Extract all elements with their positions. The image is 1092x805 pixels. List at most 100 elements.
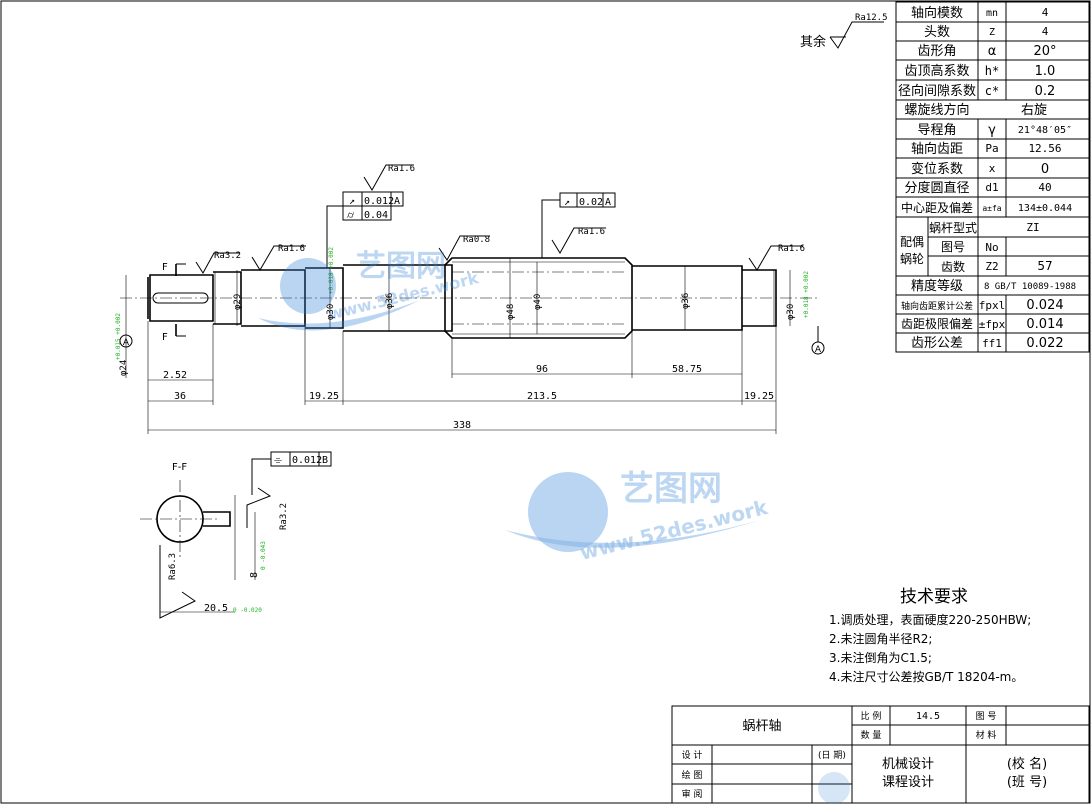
tol-name-3: 齿形公差 xyxy=(911,336,963,351)
param-name-5: 螺旋线方向 xyxy=(904,102,969,118)
fcf-datum-1: A xyxy=(394,196,400,207)
ra-2: Ra1.6 xyxy=(278,244,305,254)
watermark-logo xyxy=(818,772,850,804)
dim-338: 338 xyxy=(453,420,471,431)
tol-name-0: 精度等级 xyxy=(911,278,963,294)
ra-4: Ra0.8 xyxy=(463,235,490,245)
param-sym-1: Z xyxy=(989,27,995,38)
param-sym-6: γ xyxy=(988,123,996,138)
param-name-1: 头数 xyxy=(924,25,950,40)
tol-d24: +0.015 +0.002 xyxy=(115,313,122,360)
ra-1: Ra3.2 xyxy=(214,251,241,261)
param-sym-0: mn xyxy=(986,8,998,19)
tol-name-1: 轴向齿距累计公差 xyxy=(901,300,973,312)
param-sym-9: d1 xyxy=(985,181,998,194)
param-name-6: 导程角 xyxy=(917,123,956,138)
dia-29: φ29 xyxy=(233,294,243,310)
section-markers: F F A A xyxy=(119,262,825,355)
note-2: 2.未注圆角半径R2; xyxy=(829,631,932,646)
fcf-val-2: 0.04 xyxy=(364,210,388,221)
watermark-cn: 艺图网 xyxy=(620,469,722,509)
tol-val-0: 8 GB/T 10089-1988 xyxy=(984,282,1076,292)
dim-2-52: 2.52 xyxy=(163,370,187,381)
note-1: 1.调质处理，表面硬度220-250HBW; xyxy=(829,612,1031,627)
datum-a-right: A xyxy=(815,345,822,355)
param-val-8: 0 xyxy=(1041,162,1049,177)
dim-19-25b: 19.25 xyxy=(744,391,774,402)
param-sym-7: Pa xyxy=(985,142,998,155)
param-name-10: 中心距及偏差 xyxy=(901,200,973,215)
dim-20-5: 20.5 xyxy=(204,603,228,614)
parameter-table: 轴向模数 mn 4 头数 Z 4 齿形角 α 20° 齿顶高系数 h* 1.0 … xyxy=(895,1,1090,353)
symmetry-icon: ⌯ xyxy=(274,455,282,466)
ra-8: Ra6.3 xyxy=(168,553,178,580)
param-name-4: 径向间隙系数 xyxy=(898,83,976,99)
tb-class: (班 号) xyxy=(1007,775,1047,790)
horizontal-dims: 2.52 36 19.25 213.5 19.25 96 58.75 338 xyxy=(147,321,777,434)
qiyu-ra: Ra12.5 xyxy=(855,13,888,23)
general-roughness: 其余 Ra12.5 xyxy=(800,13,888,50)
watermark-logo: 艺图网 www.52des.work xyxy=(505,469,771,565)
tb-drawno-label: 图 号 xyxy=(976,711,997,722)
section-ff: F-F ⌯ 0.012 B Ra3.2 Ra6.3 20.5 0 -0.020 … xyxy=(140,451,332,619)
mate-teeth-sym: Z2 xyxy=(985,260,998,273)
dia-40: φ40 xyxy=(533,294,543,310)
param-val-9: 40 xyxy=(1038,181,1051,194)
title-block: 蜗杆轴 比 例 14.5 图 号 数 量 材 料 设 计 (日 期) 绘 图 审… xyxy=(671,705,1090,804)
tb-course-1: 机械设计 xyxy=(882,757,934,772)
fcf-group: ↗ 0.012 A ⌭ 0.04 ↗ 0.02 A xyxy=(326,191,616,268)
cylindricity-icon: ⌭ xyxy=(347,210,355,221)
mate-group-label-1: 配偶 xyxy=(900,235,924,249)
param-val-5: 右旋 xyxy=(1021,103,1047,118)
param-val-7: 12.56 xyxy=(1028,142,1061,155)
dim-19-25a: 19.25 xyxy=(309,391,339,402)
tb-design: 设 计 xyxy=(682,749,703,761)
diameter-labels: φ29 φ30 φ36 φ48 φ40 φ36 φ30 φ24 +0.018 +… xyxy=(115,247,810,378)
tb-date: (日 期) xyxy=(818,750,846,761)
param-name-2: 齿形角 xyxy=(917,44,956,59)
param-name-3: 齿顶高系数 xyxy=(904,63,969,79)
tech-notes: 技术要求 1.调质处理，表面硬度220-250HBW; 2.未注圆角半径R2; … xyxy=(829,587,1031,684)
tb-material-label: 材 料 xyxy=(976,729,997,741)
notes-title: 技术要求 xyxy=(900,587,968,607)
fcf-val-1: 0.012 xyxy=(364,196,394,207)
dia-30b: φ30 xyxy=(786,304,796,320)
runout-icon: ↗ xyxy=(349,196,355,207)
tb-scale: 14.5 xyxy=(916,711,940,722)
tol-name-2: 齿距极限偏差 xyxy=(901,316,973,331)
tol-sym-3: ff1 xyxy=(982,337,1002,350)
dia-24: φ24 xyxy=(119,360,129,376)
roughness-symbols: Ra3.2 Ra1.6 Ra1.6 Ra0.8 Ra1.6 Ra1.6 xyxy=(195,164,805,274)
tb-school: (校 名) xyxy=(1007,756,1047,772)
tb-course-2: 课程设计 xyxy=(882,775,934,790)
mate-teeth-label: 齿数 xyxy=(941,259,965,274)
param-name-9: 分度圆直径 xyxy=(904,180,969,196)
fcf-val-sym: 0.012 xyxy=(292,455,322,466)
tol-d30b: +0.018 +0.002 xyxy=(803,271,810,318)
tol-sym-1: fpxl xyxy=(979,299,1006,312)
tol-key-width: 0 -0.020 xyxy=(233,607,262,614)
fcf-datum-2: A xyxy=(605,197,611,208)
mate-drawing-sym: No xyxy=(985,241,998,254)
param-name-7: 轴向齿距 xyxy=(911,141,963,157)
section-title: F-F xyxy=(172,462,187,473)
watermark-logo: 艺图网 www.52des.work xyxy=(258,249,481,331)
f-mark-1: F xyxy=(162,262,168,273)
dia-48: φ48 xyxy=(506,304,516,320)
param-val-1: 4 xyxy=(1042,25,1049,38)
mate-teeth-val: 57 xyxy=(1037,259,1052,273)
param-name-0: 轴向模数 xyxy=(911,5,963,21)
mate-drawing-label: 图号 xyxy=(941,240,965,254)
param-val-6: 21°48′05″ xyxy=(1018,125,1072,136)
fcf-datum-b: B xyxy=(322,455,328,466)
param-sym-4: c* xyxy=(985,84,999,98)
tol-val-2: 0.014 xyxy=(1026,317,1063,332)
tol-sym-2: ±fpx xyxy=(979,318,1006,331)
mate-group-label-2: 蜗轮 xyxy=(900,251,924,266)
param-val-10: 134±0.044 xyxy=(1018,203,1072,214)
dim-96: 96 xyxy=(536,364,548,375)
tol-d30a: +0.018 +0.002 xyxy=(328,247,335,294)
tb-draw: 绘 图 xyxy=(682,769,703,781)
